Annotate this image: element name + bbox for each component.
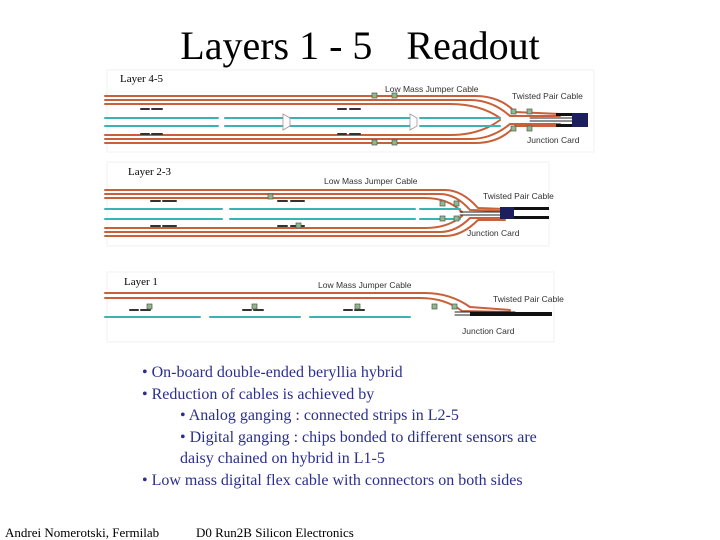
title-layers: Layers 1 - 5 (180, 23, 373, 68)
bullet-item: • Analog ganging : connected strips in L… (180, 407, 459, 424)
bullet-item: • Digital ganging : chips bonded to diff… (180, 428, 537, 446)
cable-top-label: Low Mass Jumper Cable (318, 280, 412, 290)
sensor-strips (104, 117, 501, 127)
connectors (146, 303, 458, 310)
jumper-cables (104, 189, 506, 237)
twisted-pair-cable (459, 207, 549, 219)
panel-label: Layer 1 (124, 276, 158, 288)
bullet-item-continuation: daisy chained on hybrid in L1-5 (180, 450, 385, 467)
junction-card-label: Junction Card (467, 228, 520, 238)
panel-frame (106, 161, 550, 247)
cable-right-label: Twisted Pair Cable (512, 91, 583, 101)
twisted-pair-cable (454, 311, 552, 316)
panel-layer-2-3: Layer 2-3 Low Mass Jumper Cable Twisted … (104, 161, 554, 247)
ganging-joints (282, 113, 418, 131)
bullet-list: • On-board double-ended beryllia hybrid … (142, 362, 537, 491)
title-readout: Readout (406, 23, 540, 68)
jumper-cables (104, 95, 561, 144)
jumper-cables (104, 292, 511, 313)
panel-layer-4-5: Layer 4-5 Low Mass Jumper Cable Twisted … (104, 69, 595, 153)
sensor-strips (104, 208, 461, 220)
panel-label: Layer 4-5 (120, 73, 164, 85)
panel-frame (106, 69, 595, 153)
readout-diagram: Layer 4-5 Low Mass Jumper Cable Twisted … (104, 69, 595, 343)
readout-chips (140, 108, 361, 135)
cable-top-label: Low Mass Jumper Cable (324, 176, 418, 186)
panel-frame (106, 271, 555, 343)
junction-card-label: Junction Card (462, 326, 515, 336)
bullet-item: • Low mass digital flex cable with conne… (142, 471, 523, 489)
footer-talk-title: D0 Run2B Silicon Electronics (196, 525, 354, 540)
cable-top-label: Low Mass Jumper Cable (385, 84, 479, 94)
cable-right-label: Twisted Pair Cable (493, 294, 564, 304)
connectors (267, 193, 460, 229)
readout-chips (150, 200, 305, 227)
slide-title: Layers 1 - 5 Readout (0, 22, 720, 70)
panel-layer-1: Layer 1 Low Mass Jumper Cable Twisted Pa… (104, 271, 564, 343)
bullet-item: • Reduction of cables is achieved by (142, 385, 375, 403)
twisted-pair-cable (529, 113, 588, 127)
panel-label: Layer 2-3 (128, 166, 172, 178)
junction-card-label: Junction Card (527, 135, 580, 145)
connectors (371, 92, 533, 146)
cable-right-label: Twisted Pair Cable (483, 191, 554, 201)
footer-author: Andrei Nomerotski, Fermilab (5, 525, 160, 540)
bullet-item: • On-board double-ended beryllia hybrid (142, 364, 403, 381)
